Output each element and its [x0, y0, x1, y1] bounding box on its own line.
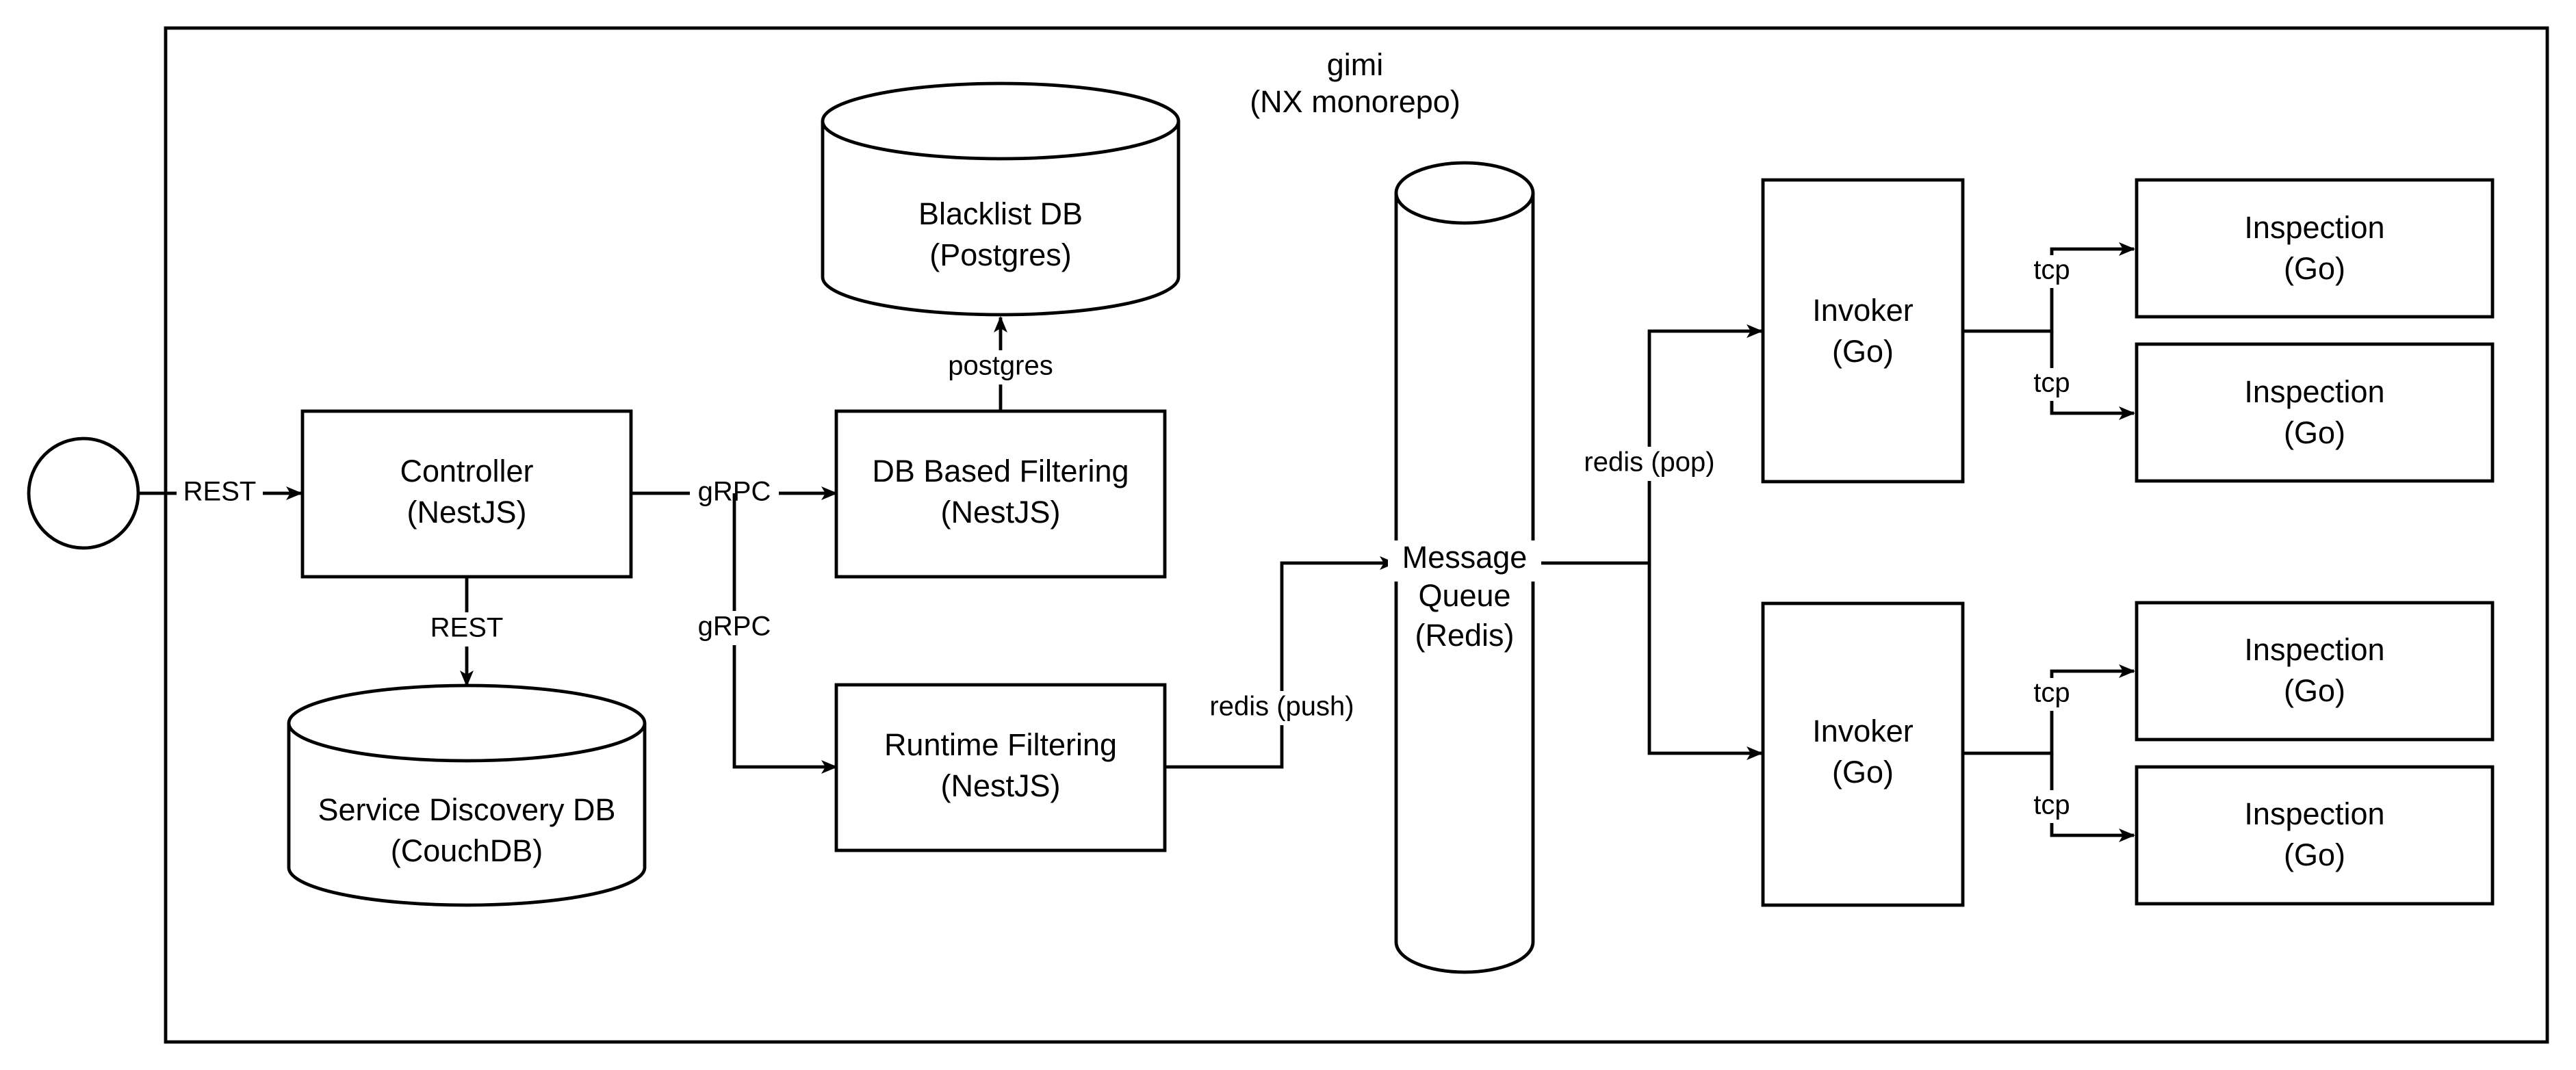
edge-label-tcp-2: tcp: [2033, 368, 2070, 398]
runtime-filter-node: Runtime Filtering (NestJS): [834, 683, 1167, 852]
blacklist-db-tech: (Postgres): [929, 237, 1072, 272]
inspection-2-title: Inspection: [2244, 374, 2384, 409]
edge-label-rest-discovery: REST: [430, 613, 504, 643]
db-filter-node: DB Based Filtering (NestJS): [834, 409, 1167, 579]
inspection-4-title: Inspection: [2244, 796, 2384, 831]
edge-invoker-top-to-inspection-1: tcp: [1963, 242, 2135, 333]
invoker-top-node: Invoker (Go): [1761, 178, 1965, 484]
inspection-1-title: Inspection: [2244, 210, 2384, 245]
container-subtitle: (NX monorepo): [1250, 84, 1460, 119]
inspection-2-tech: (Go): [2284, 415, 2345, 450]
runtime-filter-tech: (NestJS): [940, 768, 1060, 803]
blacklist-db-cylinder: Blacklist DB (Postgres): [821, 81, 1181, 317]
invoker-top-title: Invoker: [1812, 293, 1914, 328]
db-filter-title: DB Based Filtering: [872, 454, 1129, 488]
inspection-node-3: Inspection (Go): [2135, 601, 2495, 742]
edge-client-to-controller: REST: [138, 476, 302, 510]
edge-label-rest-client: REST: [183, 477, 257, 507]
controller-title: Controller: [400, 454, 533, 488]
container-title: gimi: [1327, 47, 1384, 82]
message-queue-title-1: Message: [1402, 540, 1528, 575]
inspection-node-2: Inspection (Go): [2135, 342, 2495, 483]
service-discovery-db-tech: (CouchDB): [391, 833, 543, 868]
inspection-1-tech: (Go): [2284, 251, 2345, 286]
inspection-node-1: Inspection (Go): [2135, 178, 2495, 319]
message-queue-title-2: Queue: [1418, 578, 1510, 613]
edge-label-tcp-1: tcp: [2033, 255, 2070, 285]
inspection-3-title: Inspection: [2244, 632, 2384, 667]
invoker-bottom-node: Invoker (Go): [1761, 601, 1965, 907]
blacklist-db-title: Blacklist DB: [918, 196, 1083, 231]
edge-label-tcp-3: tcp: [2033, 678, 2070, 708]
edge-db-filter-to-blacklist: postgres: [939, 316, 1062, 411]
edge-queue-to-invoker-bottom: [1647, 563, 1763, 760]
edge-label-redis-push: redis (push): [1209, 692, 1354, 722]
message-queue-tech: (Redis): [1415, 618, 1514, 653]
edge-label-tcp-4: tcp: [2033, 790, 2070, 820]
invoker-top-tech: (Go): [1832, 334, 1894, 369]
gimi-container: gimi (NX monorepo): [164, 26, 2549, 1044]
client-actor: [27, 436, 140, 550]
edge-invoker-bottom-to-inspection-3: tcp: [1963, 664, 2135, 755]
inspection-4-tech: (Go): [2284, 837, 2345, 872]
invoker-bottom-title: Invoker: [1812, 714, 1914, 748]
edge-label-redis-pop: redis (pop): [1584, 447, 1714, 478]
edge-controller-to-service-discovery: REST: [419, 577, 515, 687]
edge-controller-to-runtime-filter: gRPC: [690, 493, 838, 774]
edge-invoker-bottom-to-inspection-4: tcp: [2031, 753, 2135, 842]
edge-label-postgres: postgres: [948, 351, 1053, 381]
edge-invoker-top-to-inspection-2: tcp: [2031, 331, 2135, 420]
edge-label-group-redis-pop: redis (pop): [1573, 447, 1726, 481]
controller-tech: (NestJS): [407, 495, 526, 530]
edge-runtime-to-queue: redis (push): [1165, 556, 1396, 769]
inspection-node-4: Inspection (Go): [2135, 765, 2495, 906]
controller-node: Controller (NestJS): [300, 409, 633, 579]
runtime-filter-title: Runtime Filtering: [884, 727, 1117, 762]
invoker-bottom-tech: (Go): [1832, 755, 1894, 790]
edge-label-grpc-runtime-filter: gRPC: [698, 612, 771, 642]
inspection-3-tech: (Go): [2284, 673, 2345, 708]
db-filter-tech: (NestJS): [940, 495, 1060, 530]
service-discovery-db-cylinder: Service Discovery DB (CouchDB): [287, 683, 647, 907]
service-discovery-db-title: Service Discovery DB: [318, 792, 615, 827]
message-queue-cylinder: Message Queue (Redis): [1388, 161, 1541, 974]
